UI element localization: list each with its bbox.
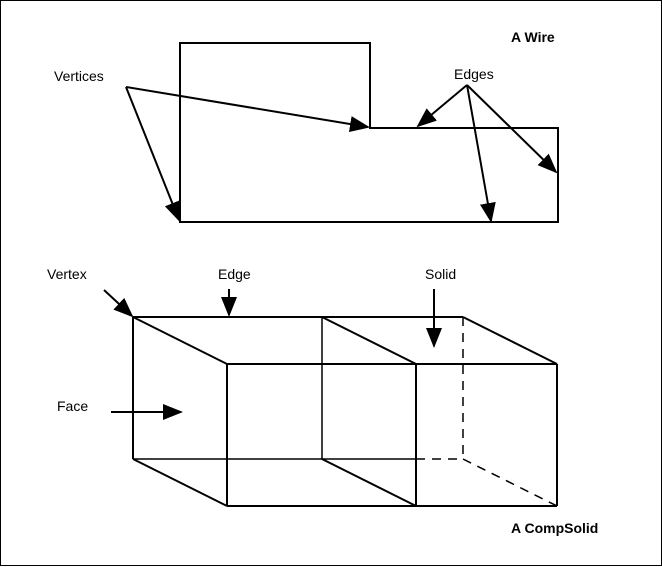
hidden-bottom-diagonal — [462, 458, 558, 507]
wire-outline — [179, 42, 559, 223]
edges-arrow-to-right-edge — [466, 84, 558, 174]
wire-diagram: A Wire Vertices Edges — [54, 29, 559, 223]
face-label: Face — [57, 398, 88, 414]
edges-label: Edges — [454, 66, 494, 82]
edges-arrow-to-top-edge — [416, 84, 468, 128]
vertex-arrow — [103, 289, 134, 318]
wire-title: A Wire — [511, 29, 555, 45]
vertices-arrow-to-inner-corner — [125, 86, 370, 132]
solid-label: Solid — [425, 266, 456, 282]
bottom-left-diagonal — [132, 458, 228, 507]
top-right-diagonal — [462, 316, 558, 365]
edge-label: Edge — [218, 266, 251, 282]
vertices-arrow-to-bottom-left — [125, 86, 180, 222]
top-mid-diagonal — [321, 316, 417, 365]
bottom-mid-diagonal — [321, 458, 417, 507]
vertices-label: Vertices — [54, 68, 104, 84]
top-left-diagonal — [132, 316, 228, 365]
vertex-label: Vertex — [47, 266, 87, 282]
compsolid-diagram: A CompSolid Vertex Edge Solid Face — [47, 266, 598, 536]
compsolid-title: A CompSolid — [511, 520, 598, 536]
edges-arrow-to-bottom-edge — [466, 84, 496, 223]
